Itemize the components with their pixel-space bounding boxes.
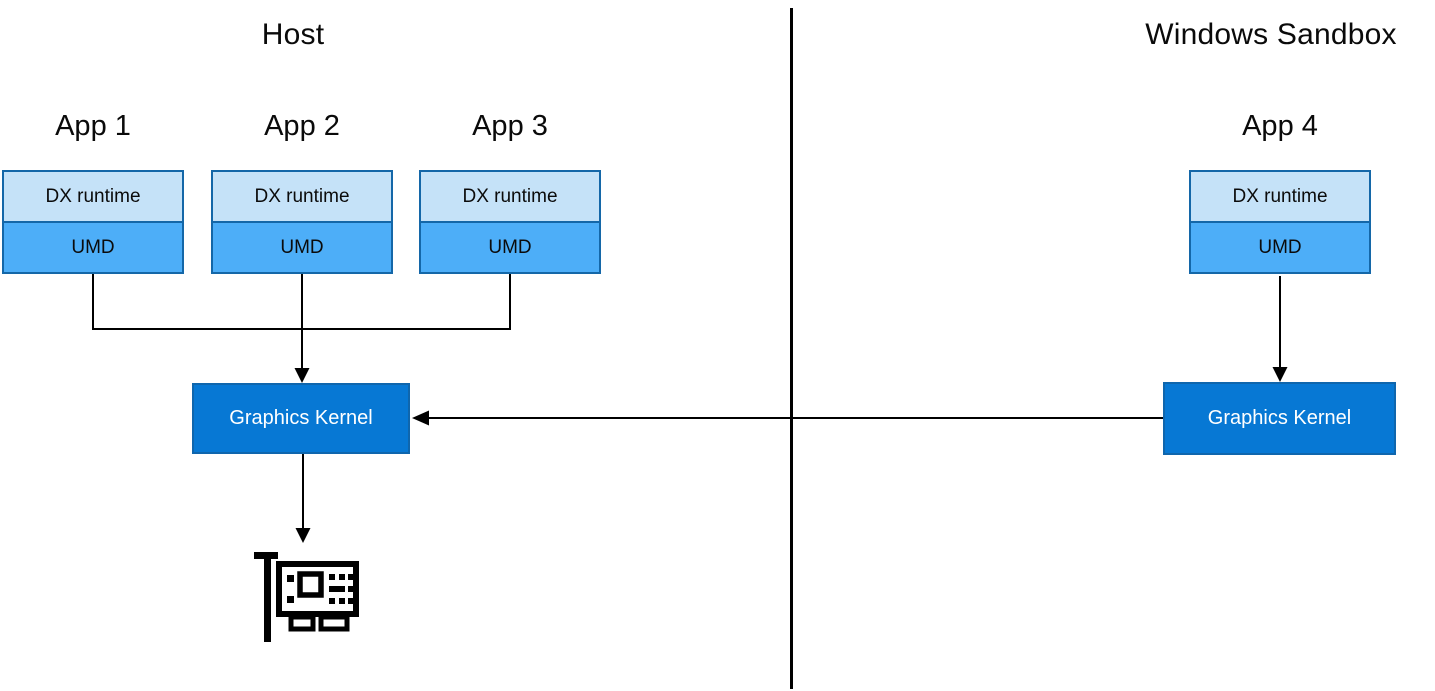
host-section-title: Host — [261, 18, 325, 51]
kernel-to-gpu-arrowhead — [295, 528, 311, 543]
host-graphics-kernel-box: Graphics Kernel — [192, 383, 410, 454]
app1-umd-row: UMD — [4, 223, 182, 272]
sandbox-graphics-kernel-box: Graphics Kernel — [1163, 382, 1396, 455]
app1-label: App 1 — [55, 110, 131, 142]
sandbox-to-host-kernel-arrowhead — [412, 410, 429, 426]
gpu-card-icon — [250, 547, 362, 642]
apps-bus-connector — [92, 274, 511, 330]
app1-box: DX runtime UMD — [2, 170, 184, 274]
app2-dx-runtime-row: DX runtime — [213, 172, 391, 223]
app2-to-kernel-arrowhead — [294, 368, 310, 383]
app2-label: App 2 — [264, 110, 340, 142]
app3-label: App 3 — [472, 110, 548, 142]
app4-umd-row: UMD — [1191, 223, 1369, 272]
app2-umd-row: UMD — [213, 223, 391, 272]
app3-dx-runtime-row: DX runtime — [421, 172, 599, 223]
app4-label: App 4 — [1242, 110, 1318, 142]
app4-to-kernel-arrowhead — [1272, 367, 1288, 382]
app4-dx-runtime-row: DX runtime — [1191, 172, 1369, 223]
sandbox-section-title: Windows Sandbox — [1145, 18, 1397, 51]
app3-box: DX runtime UMD — [419, 170, 601, 274]
app3-umd-row: UMD — [421, 223, 599, 272]
app4-box: DX runtime UMD — [1189, 170, 1371, 274]
app1-dx-runtime-row: DX runtime — [4, 172, 182, 223]
app2-box: DX runtime UMD — [211, 170, 393, 274]
